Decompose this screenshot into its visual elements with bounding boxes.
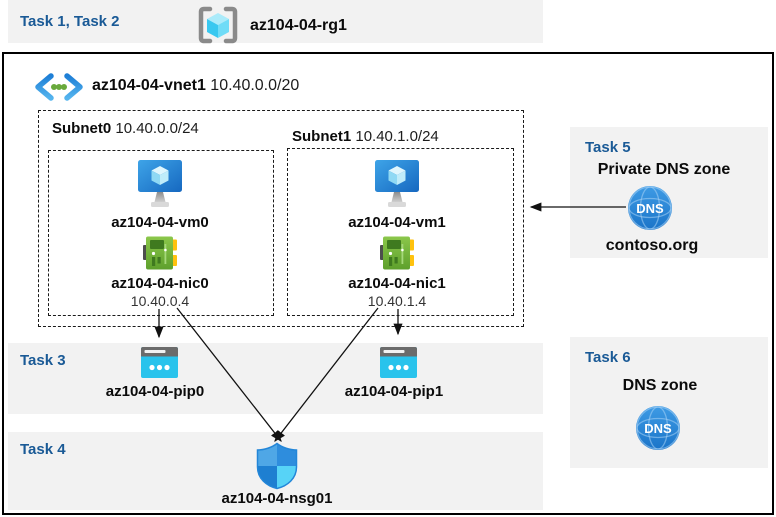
vm1-icon: [374, 160, 420, 212]
task5-label: Task 5: [585, 139, 631, 156]
vnet-cidr: 10.40.0.0/20: [210, 77, 300, 94]
vnet-title: az104-04-vnet1 10.40.0.0/20: [92, 77, 299, 95]
nic1-icon: [380, 236, 414, 270]
pip1-icon: [380, 347, 417, 378]
subnet0-name: Subnet0: [52, 120, 112, 137]
task4-label: Task 4: [20, 441, 66, 458]
vm1-label: az104-04-vm1: [348, 214, 446, 231]
subnet1-name: Subnet1: [292, 128, 352, 145]
subnet1-cidr: 10.40.1.0/24: [355, 128, 439, 145]
vnet-frame: [2, 52, 774, 515]
nsg-label: az104-04-nsg01: [221, 490, 333, 507]
pip0-icon: [141, 347, 178, 378]
dns-zone-title: DNS zone: [622, 377, 698, 394]
nic0-label: az104-04-nic0: [111, 275, 209, 292]
task5-panel: [570, 127, 768, 258]
pip1-label: az104-04-pip1: [344, 383, 444, 400]
task3-label: Task 3: [20, 352, 66, 369]
subnet1-box: [287, 148, 514, 316]
private-dns-icon: DNS: [627, 185, 673, 231]
nic1-label: az104-04-nic1: [348, 275, 446, 292]
vm0-label: az104-04-vm0: [111, 214, 209, 231]
pip0-label: az104-04-pip0: [105, 383, 205, 400]
nsg-shield-icon: [254, 442, 300, 490]
dns-zone-icon-text: DNS: [644, 421, 672, 436]
subnet0-box: [48, 150, 274, 316]
private-dns-zone-title: Private DNS zone: [597, 161, 731, 178]
nic0-ip: 10.40.0.4: [130, 293, 190, 309]
resource-group-band: [8, 0, 543, 43]
private-dns-icon-text: DNS: [636, 201, 664, 216]
task3-band: [8, 343, 543, 414]
vm0-icon: [137, 160, 183, 212]
dns-zone-icon: DNS: [635, 405, 681, 451]
resource-group-name: az104-04-rg1: [250, 17, 347, 34]
task-1-2-label: Task 1, Task 2: [20, 13, 120, 30]
nic1-ip: 10.40.1.4: [367, 293, 427, 309]
subnet0-title: Subnet0 10.40.0.0/24: [52, 120, 199, 137]
task6-label: Task 6: [585, 349, 631, 366]
subnet0-cidr: 10.40.0.0/24: [115, 120, 199, 137]
virtual-network-icon: [34, 73, 84, 101]
subnet1-title: Subnet1 10.40.1.0/24: [292, 128, 439, 145]
nic0-icon: [143, 236, 177, 270]
resource-group-icon: [196, 5, 240, 45]
vnet-name: az104-04-vnet1: [92, 77, 206, 94]
contoso-zone-label: contoso.org: [605, 237, 699, 254]
